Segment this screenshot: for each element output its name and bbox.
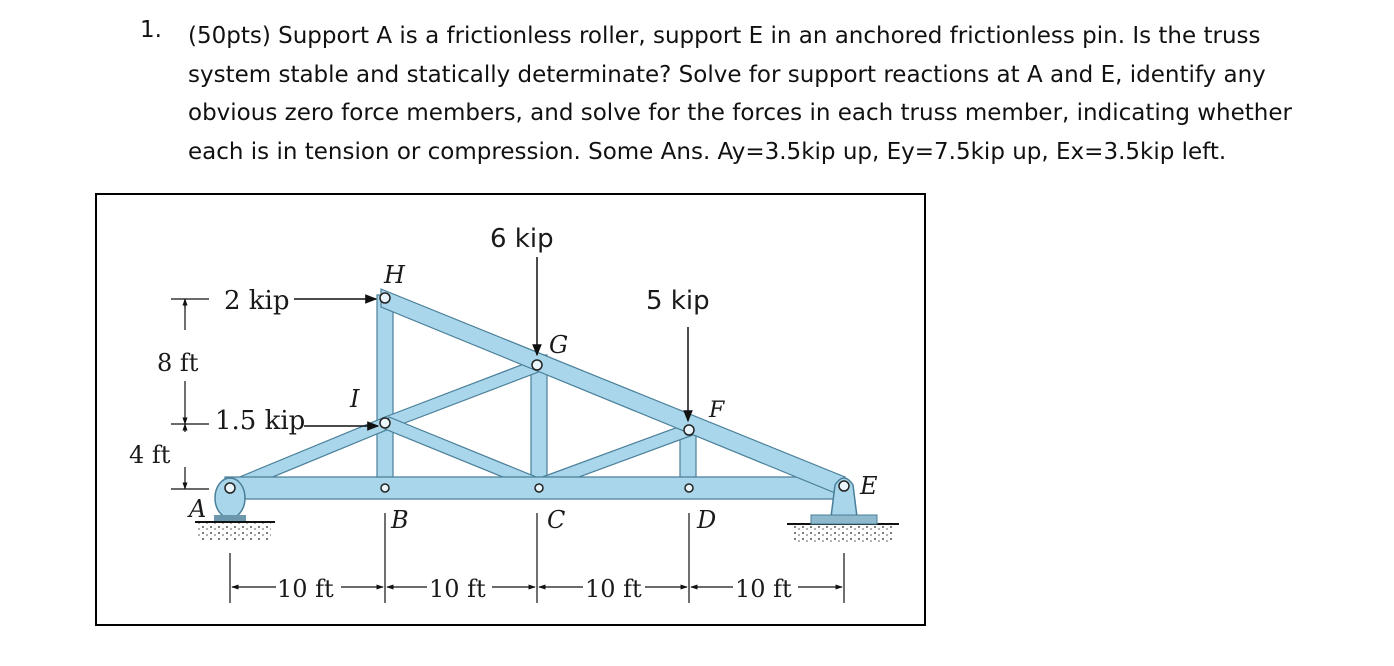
joint-label-i: I [349,385,360,413]
dim-span-de: 10 ft [735,575,792,603]
ground-left [195,521,275,540]
ground-right [787,523,899,542]
roller-support-a [214,477,246,521]
load-6kip-label: 6 kip [490,224,554,254]
load-1p5kip-label: 1.5 kip [215,406,305,436]
joint-label-a: A [187,495,206,523]
dim-4ft: 4 ft [129,441,171,469]
pin-g [531,359,543,371]
dim-span-ab: 10 ft [277,575,334,603]
joint-label-c: C [547,506,565,534]
joint-label-g: G [549,331,568,359]
vertical-dimension [171,298,209,490]
joint-label-d: D [696,506,716,534]
joint-label-e: E [859,472,878,500]
truss-pins [379,292,695,493]
problem-line-2: system stable and statically determinate… [188,61,1266,88]
pin-i [379,417,391,429]
member-hb [376,294,394,491]
joint-label-h: H [383,261,406,289]
truss-diagram: 6 kip 5 kip 2 kip 1.5 kip H G F I A B C … [129,224,899,603]
member-ig [384,358,542,430]
joint-label-f: F [708,398,725,423]
pin-d [684,483,694,493]
pin-support-e [810,477,878,525]
load-5kip-label: 5 kip [646,286,710,316]
problem-number: 1. [140,17,162,43]
problem-line-1: (50pts) Support A is a frictionless roll… [188,23,1261,49]
pin-b [380,483,390,493]
load-2kip-label: 2 kip [224,286,290,316]
pin-f [683,424,695,436]
problem-line-3: obvious zero force members, and solve fo… [188,100,1292,126]
dim-8ft: 8 ft [157,349,199,377]
truss-members [224,288,846,500]
horizontal-dimension [229,513,845,603]
problem-line-4: each is in tension or compression. Some … [188,138,1227,165]
dim-span-cd: 10 ft [585,575,642,603]
member-gc [530,354,548,491]
problem-statement: (50pts) Support A is a frictionless roll… [188,17,1358,171]
pin-c [534,483,544,493]
dim-span-bc: 10 ft [429,575,486,603]
truss-figure: 6 kip 5 kip 2 kip 1.5 kip H G F I A B C … [95,193,926,626]
joint-label-b: B [390,506,409,534]
pin-h [379,292,391,304]
